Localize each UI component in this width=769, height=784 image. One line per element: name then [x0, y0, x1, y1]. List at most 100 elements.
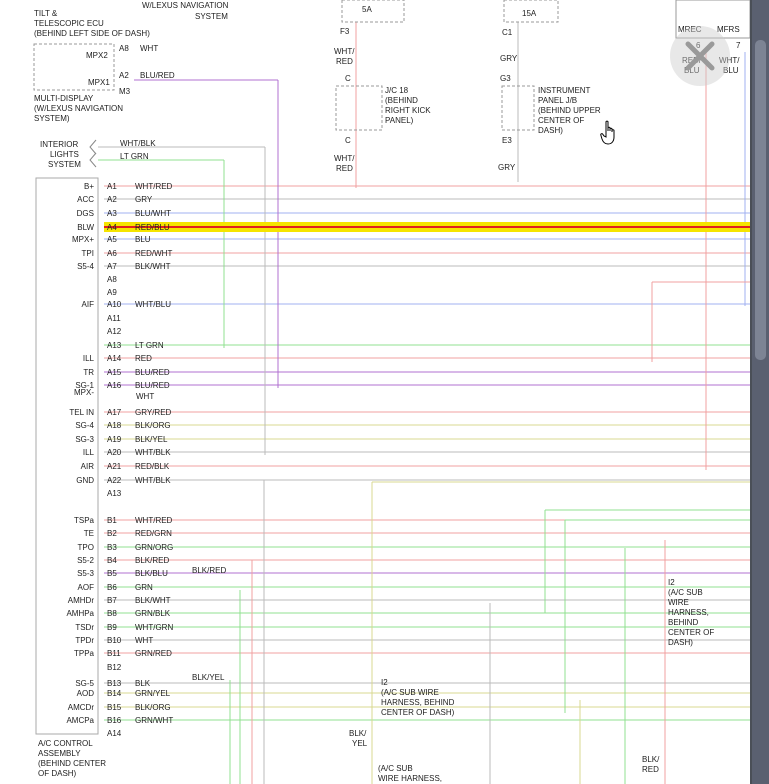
pin-number-label: A16 — [107, 381, 122, 390]
pin-number-label: A21 — [107, 462, 122, 471]
instrument-jb-3: (BEHIND UPPER — [538, 106, 601, 115]
interior-lights-label-2: LIGHTS — [50, 150, 79, 159]
blk-red-bottom-1: BLK/ — [642, 755, 660, 764]
ac-control-label-4: OF DASH) — [38, 769, 77, 778]
interior-wire-1: WHT/BLK — [120, 139, 156, 148]
pin-number-label: B16 — [107, 716, 122, 725]
mfrs-label: MFRS — [717, 25, 740, 34]
pin-number-label: A11 — [107, 314, 121, 323]
i2-mid-3: HARNESS, BEHIND — [381, 698, 455, 707]
pin-wire-color-label: LT GRN — [135, 341, 164, 350]
wire-layer — [98, 22, 750, 784]
pin-wire-color-label: WHT/RED — [135, 516, 173, 525]
i2-bottom-2: WIRE HARNESS, — [378, 774, 442, 783]
interior-lights-arrow — [89, 139, 97, 168]
nav-top-label: W/LEXUS NAVIGATION — [142, 1, 229, 10]
fuse-15a-box — [503, 0, 559, 23]
pin-function-label: BLW — [77, 223, 94, 232]
fuse-15a-label: 15A — [522, 9, 537, 18]
pin-function-label: AMHDr — [68, 596, 95, 605]
pin-number-label: A19 — [107, 435, 122, 444]
pin-wire-color-label: GRN/YEL — [135, 689, 171, 698]
wht-red-1a: WHT/ — [334, 47, 355, 56]
pin-number-label: A13 — [107, 341, 122, 350]
pin-number-label: A13 — [107, 489, 122, 498]
c-top-label: C — [345, 74, 351, 83]
red-blu-1: RED/ — [682, 56, 702, 65]
pin-number-label: B5 — [107, 569, 117, 578]
pin-wire-color-label: BLU — [135, 235, 151, 244]
pin-number-label: A3 — [107, 209, 117, 218]
pin-wire-color-label: RED/BLU — [135, 223, 170, 232]
pin-wire-color-label: BLK/WHT — [135, 596, 171, 605]
pin-number-label: B14 — [107, 689, 122, 698]
pin-function-label: SG-1 — [75, 381, 94, 390]
gry-1: GRY — [500, 54, 518, 63]
pin-number-label: B4 — [107, 556, 117, 565]
close-button[interactable] — [670, 26, 730, 86]
instrument-jb-box — [501, 85, 535, 131]
pin-number-label: A9 — [107, 288, 117, 297]
interior-lights-label-3: SYSTEM — [48, 160, 81, 169]
pin-function-label: AMCPa — [66, 716, 94, 725]
multi-display-label-2: (W/LEXUS NAVIGATION — [34, 104, 123, 113]
pin-function-label: TEL IN — [69, 408, 94, 417]
pin-number-label: A10 — [107, 300, 122, 309]
pin-number-label: A12 — [107, 327, 122, 336]
pin-wire-color-label: BLU/WHT — [135, 209, 171, 218]
pin-function-label: SG-3 — [75, 435, 94, 444]
tilt-ecu-label-3: (BEHIND LEFT SIDE OF DASH) — [34, 29, 150, 38]
blk-red-bottom-2: RED — [642, 765, 659, 774]
wiring-diagram-sheet: TILT & TELESCOPIC ECU (BEHIND LEFT SIDE … — [0, 0, 750, 784]
pin-function-label: SG-4 — [75, 421, 94, 430]
pin-function-label: S5-2 — [77, 556, 94, 565]
f3-label: F3 — [340, 27, 350, 36]
pin-number-label: A5 — [107, 235, 117, 244]
pin-wire-color-label: BLU/RED — [135, 381, 170, 390]
pin-wire-color-label: RED — [135, 354, 152, 363]
i2-right-5: BEHIND — [668, 618, 698, 627]
pin-number-label: B8 — [107, 609, 117, 618]
mrec-label: MREC — [678, 25, 702, 34]
ac-control-label-2: ASSEMBLY — [38, 749, 81, 758]
pin-function-label: MPX- — [74, 388, 94, 397]
pin-function-label: AOF — [78, 583, 95, 592]
pin-function-label: GND — [76, 476, 94, 485]
pin-6-label: 6 — [696, 41, 701, 50]
pin-wire-color-label: WHT/BLU — [135, 300, 171, 309]
i2-right-2: (A/C SUB — [668, 588, 703, 597]
pin-wire-color-label: BLK/YEL — [135, 435, 168, 444]
pin-number-label: B6 — [107, 583, 117, 592]
mpx2-wire: WHT — [140, 44, 158, 53]
vertical-scrollbar[interactable] — [752, 0, 769, 784]
pin-number-label: A15 — [107, 368, 122, 377]
pin-wire-color-label: GRY/RED — [135, 408, 172, 417]
i2-mid-4: CENTER OF DASH) — [381, 708, 455, 717]
red-blu-2: BLU — [684, 66, 700, 75]
pin-number-label: B3 — [107, 543, 117, 552]
pin-number-label: B9 — [107, 623, 117, 632]
pin-function-label: AMCDr — [68, 703, 95, 712]
i2-right-1: I2 — [668, 578, 675, 587]
pin-wire-color-label: RED/GRN — [135, 529, 172, 538]
ac-control-label-1: A/C CONTROL — [38, 739, 93, 748]
multi-display-box — [33, 43, 115, 91]
pin-number-label: B1 — [107, 516, 117, 525]
mpx1-pin: A2 — [119, 71, 129, 80]
pin-function-label: AIF — [82, 300, 95, 309]
mpx2-pin: A8 — [119, 44, 129, 53]
multi-display-label-3: SYSTEM) — [34, 114, 70, 123]
pin-number-label: A8 — [107, 275, 117, 284]
pin-wire-color-label: GRN — [135, 583, 153, 592]
scrollbar-thumb[interactable] — [755, 40, 766, 360]
pin-number-label: A14 — [107, 729, 122, 738]
pin-wire-color-label: BLK/ORG — [135, 421, 171, 430]
pin-number-label: B2 — [107, 529, 117, 538]
pin-wire-color-label: GRN/RED — [135, 649, 172, 658]
pin-function-label: ILL — [83, 354, 95, 363]
close-x-icon — [685, 41, 715, 71]
c-bot-label: C — [345, 136, 351, 145]
pin-function-label: B+ — [84, 182, 94, 191]
pin-number-label: A18 — [107, 421, 122, 430]
pin-function-label: TPO — [78, 543, 94, 552]
